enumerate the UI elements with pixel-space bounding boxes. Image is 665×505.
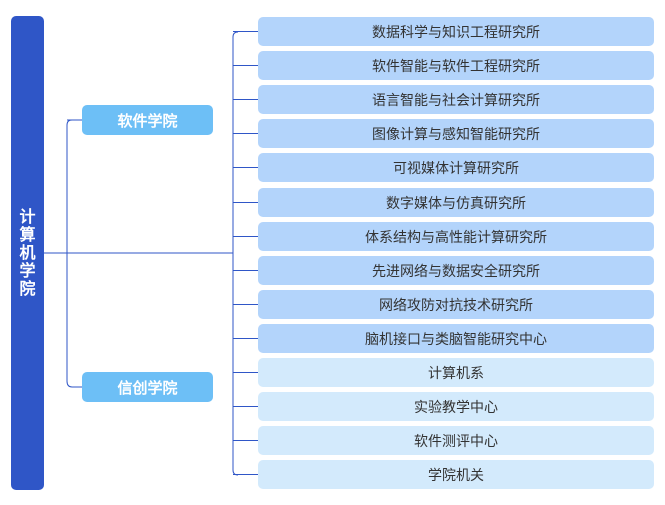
unit-node: 数字媒体与仿真研究所 [258,188,654,217]
unit-node: 体系结构与高性能计算研究所 [258,222,654,251]
unit-label: 脑机接口与类脑智能研究中心 [365,331,547,348]
unit-label: 软件测评中心 [414,433,498,450]
unit-spine [232,31,239,476]
unit-node: 图像计算与感知智能研究所 [258,119,654,148]
unit-node: 软件智能与软件工程研究所 [258,51,654,80]
unit-label: 先进网络与数据安全研究所 [372,263,540,280]
department-node-software: 软件学院 [82,105,213,135]
unit-node: 先进网络与数据安全研究所 [258,256,654,285]
unit-node: 计算机系 [258,358,654,387]
unit-node: 数据科学与知识工程研究所 [258,17,654,46]
dept-connector-bottom [66,253,82,388]
unit-node: 脑机接口与类脑智能研究中心 [258,324,654,353]
unit-label: 语言智能与社会计算研究所 [372,92,540,109]
department-node-xinchuang: 信创学院 [82,372,213,402]
unit-label: 数字媒体与仿真研究所 [386,195,526,212]
unit-label: 可视媒体计算研究所 [393,160,519,177]
unit-label: 实验教学中心 [414,399,498,416]
root-label: 计算机学院 [19,207,36,298]
unit-label: 体系结构与高性能计算研究所 [365,229,547,246]
unit-label: 数据科学与知识工程研究所 [372,24,540,41]
root-node-school: 计算机学院 [11,16,44,490]
department-label: 软件学院 [117,111,178,130]
unit-label: 计算机系 [428,365,484,382]
unit-label: 学院机关 [428,467,484,484]
unit-node: 语言智能与社会计算研究所 [258,85,654,114]
unit-label: 软件智能与软件工程研究所 [372,58,540,75]
unit-label: 图像计算与感知智能研究所 [372,126,540,143]
unit-node: 软件测评中心 [258,426,654,455]
unit-node: 网络攻防对抗技术研究所 [258,290,654,319]
unit-node: 学院机关 [258,460,654,489]
unit-node: 可视媒体计算研究所 [258,153,654,182]
dept-connector-top [66,119,82,253]
unit-label: 网络攻防对抗技术研究所 [379,297,533,314]
department-label: 信创学院 [117,378,178,397]
unit-node: 实验教学中心 [258,392,654,421]
